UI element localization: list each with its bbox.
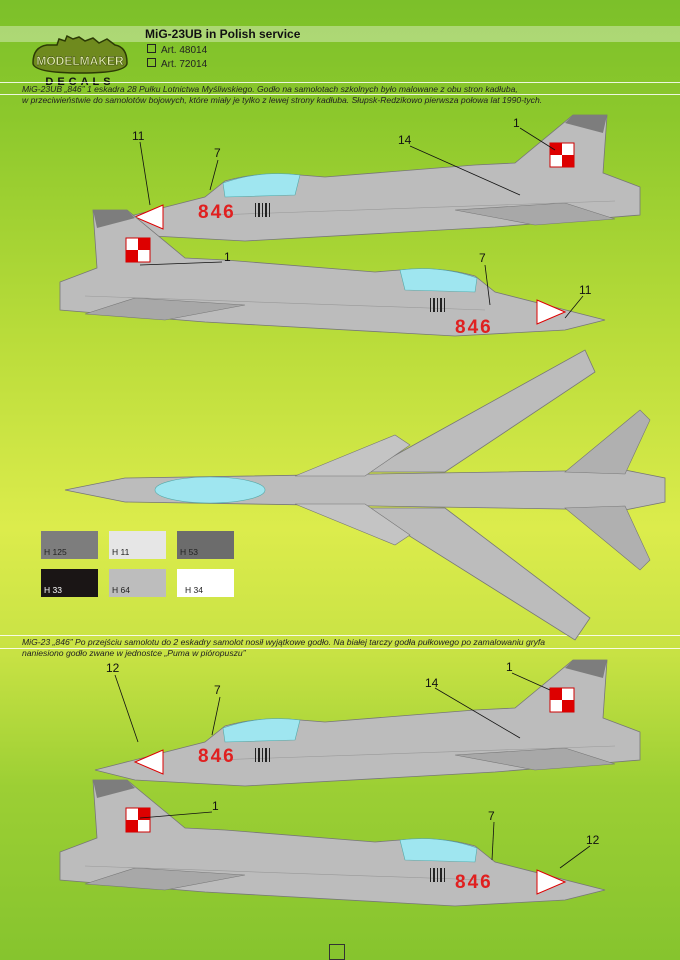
callout-11: 11 bbox=[579, 283, 592, 297]
callout-7: 7 bbox=[479, 251, 486, 265]
color-swatch: H 11 bbox=[109, 531, 166, 559]
swatch-label: H 33 bbox=[44, 585, 62, 595]
checkbox-icon bbox=[147, 58, 156, 67]
divider bbox=[0, 648, 680, 649]
callout-12: 12 bbox=[586, 833, 600, 847]
color-swatch: H 125 bbox=[41, 531, 98, 559]
aircraft-code: 846 bbox=[198, 202, 236, 223]
color-swatch: H 64 bbox=[109, 569, 166, 597]
swatch-label: H 34 bbox=[185, 585, 203, 595]
divider bbox=[0, 82, 680, 83]
color-swatch: H 33 bbox=[41, 569, 98, 597]
section2-description: MiG-23 „846” Po przejściu samolotu do 2 … bbox=[22, 637, 546, 658]
callout-14: 14 bbox=[398, 133, 412, 147]
color-swatch: H 53 bbox=[177, 531, 234, 559]
callout-1: 1 bbox=[212, 799, 219, 813]
checkbox-icon bbox=[147, 44, 156, 53]
callout-14: 14 bbox=[425, 676, 439, 690]
logo-text: MODELMAKER bbox=[36, 54, 124, 68]
callout-11: 11 bbox=[132, 129, 145, 143]
callout-1: 1 bbox=[506, 660, 513, 674]
article-72014: Art. 72014 bbox=[147, 58, 207, 70]
swatch-label: H 11 bbox=[112, 547, 130, 557]
color-swatch: H 34 bbox=[177, 569, 234, 597]
swatch-label: H 53 bbox=[180, 547, 198, 557]
page-marker bbox=[329, 944, 345, 960]
aircraft-code: 846 bbox=[455, 872, 493, 893]
divider bbox=[0, 94, 680, 95]
swatch-label: H 64 bbox=[112, 585, 130, 595]
divider bbox=[0, 635, 680, 636]
page-title: MiG-23UB in Polish service bbox=[145, 27, 301, 41]
callout-7: 7 bbox=[214, 146, 221, 160]
section1-description: MiG-23UB „846” 1 eskadra 28 Pułku Lotnic… bbox=[22, 84, 543, 105]
callout-7: 7 bbox=[214, 683, 221, 697]
aircraft-code: 846 bbox=[198, 746, 236, 767]
aircraft-code: 846 bbox=[455, 317, 493, 338]
callout-1: 1 bbox=[224, 250, 231, 264]
callout-1: 1 bbox=[513, 116, 520, 130]
article-48014: Art. 48014 bbox=[147, 44, 207, 56]
swatch-label: H 125 bbox=[44, 547, 67, 557]
callout-12: 12 bbox=[106, 661, 120, 675]
modelmaker-logo: MODELMAKER DECALS bbox=[32, 34, 128, 88]
callout-7: 7 bbox=[488, 809, 495, 823]
title-band bbox=[0, 26, 680, 42]
